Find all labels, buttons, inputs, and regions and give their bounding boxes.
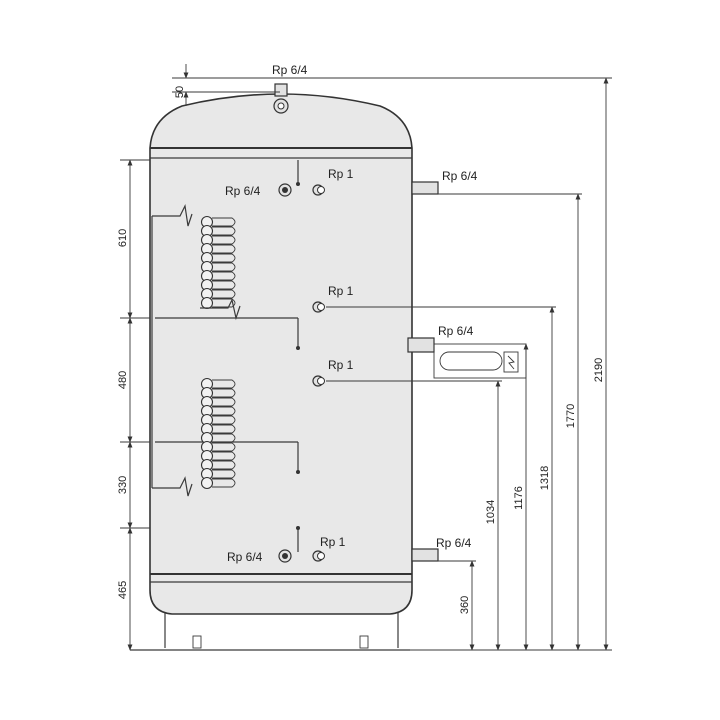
label-lower-sensor-left: Rp 6/4 xyxy=(227,550,263,564)
coil-turn xyxy=(212,226,236,236)
coil-turn xyxy=(212,289,236,299)
coil-turn xyxy=(212,262,236,272)
label-upper-sensor-left: Rp 6/4 xyxy=(225,184,261,198)
coil-turn xyxy=(212,406,236,416)
top-nozzle xyxy=(273,83,289,114)
coil-turn xyxy=(212,415,236,425)
tank-feet xyxy=(130,612,410,651)
sensor-sockets xyxy=(155,160,325,563)
dim-1770: 1770 xyxy=(565,404,577,428)
dim-2190: 2190 xyxy=(593,358,605,382)
dim-465: 465 xyxy=(117,581,129,599)
dim-480: 480 xyxy=(117,371,129,389)
label-upper-right: Rp 6/4 xyxy=(442,169,478,183)
coil-turn xyxy=(212,424,236,434)
label-lower-sensor-right: Rp 1 xyxy=(320,535,346,549)
coil-turn xyxy=(212,253,236,263)
coil-loop xyxy=(200,296,214,310)
dim-1034: 1034 xyxy=(485,500,497,524)
coil-turn xyxy=(212,397,236,407)
dim-610: 610 xyxy=(117,229,129,247)
dim-360: 360 xyxy=(459,596,471,614)
left-dimensions xyxy=(120,64,290,651)
upper-coil xyxy=(151,204,241,488)
label-middle-sensor: Rp 1 xyxy=(328,284,354,298)
lower-right-nozzle xyxy=(411,548,439,562)
coil-turn xyxy=(212,217,236,227)
electric-heater xyxy=(407,337,527,379)
lower-coil xyxy=(152,377,236,497)
label-upper-sensor-right: Rp 1 xyxy=(328,167,354,181)
dim-330: 330 xyxy=(117,476,129,494)
right-dimensions xyxy=(290,77,612,651)
label-top: Rp 6/4 xyxy=(272,63,308,77)
label-lower-middle-sensor: Rp 1 xyxy=(328,358,354,372)
coil-turn xyxy=(212,460,236,470)
upper-right-nozzle xyxy=(411,181,439,195)
coil-turn xyxy=(212,478,236,488)
coil-turn xyxy=(212,379,236,389)
coil-turn xyxy=(212,469,236,479)
coil-turn xyxy=(212,433,236,443)
dim-50: 50 xyxy=(174,86,186,98)
coil-turn xyxy=(212,451,236,461)
tank-body xyxy=(149,93,413,615)
coil-turn xyxy=(212,388,236,398)
label-heater: Rp 6/4 xyxy=(438,324,474,338)
coil-turn xyxy=(212,244,236,254)
coil-turn xyxy=(212,271,236,281)
coil-turn xyxy=(212,442,236,452)
coil-loop xyxy=(200,476,214,490)
label-lower-right: Rp 6/4 xyxy=(436,536,472,550)
dim-1318: 1318 xyxy=(539,466,551,490)
coil-turn xyxy=(212,280,236,290)
coil-turn xyxy=(212,235,236,245)
dim-1176: 1176 xyxy=(513,486,525,510)
